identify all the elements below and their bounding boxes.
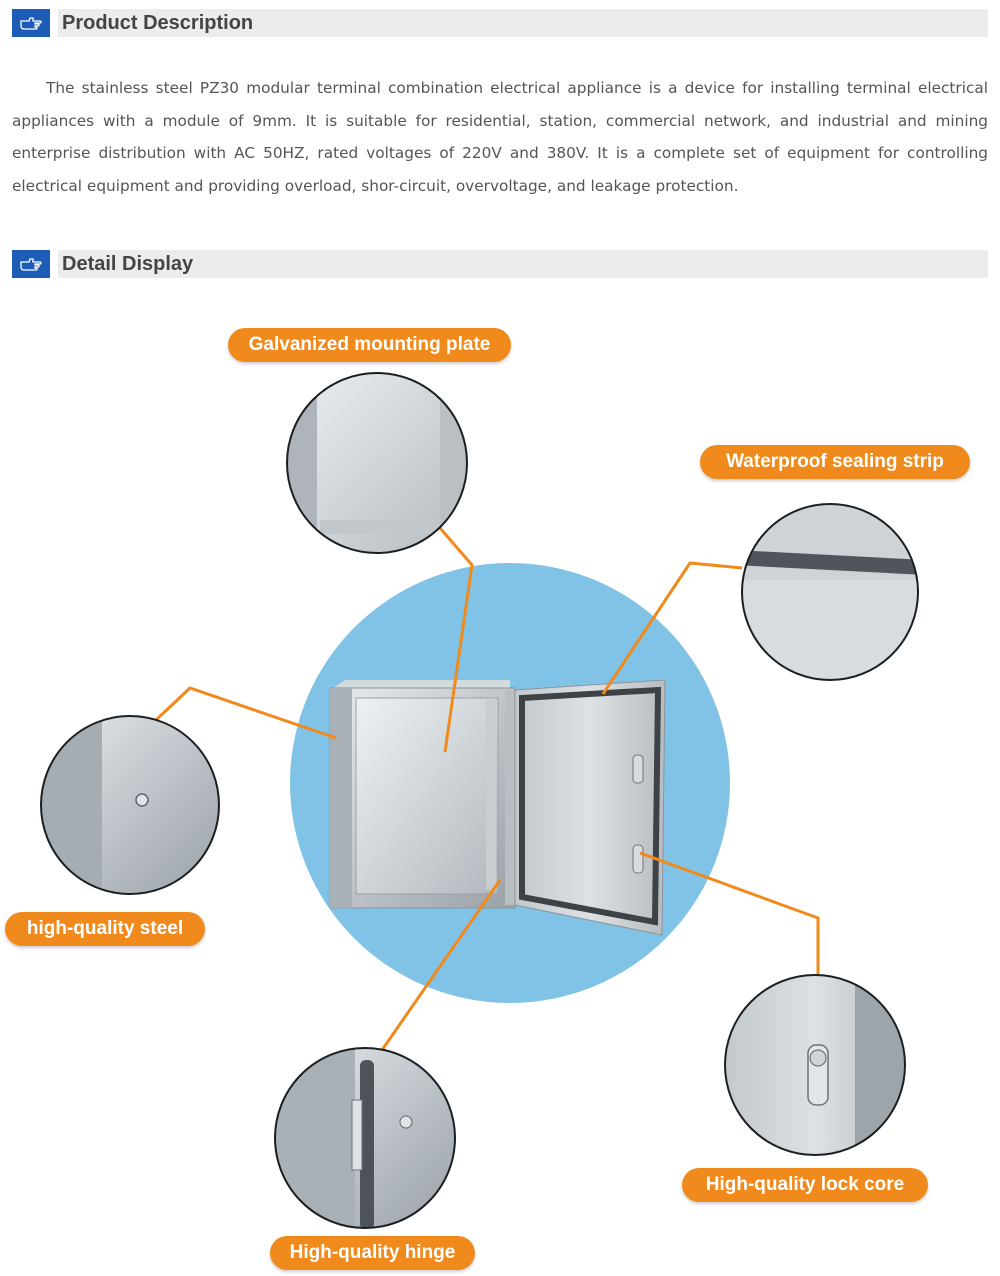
callout-hinge: High-quality hinge — [270, 1236, 475, 1270]
section-title: Product Description — [62, 12, 254, 34]
pointing-hand-icon — [12, 9, 50, 37]
detail-circle-lock-core — [724, 974, 906, 1156]
section-title: Detail Display — [62, 253, 194, 275]
detail-display-header: Detail Display — [12, 250, 988, 278]
product-description-header: Product Description — [12, 9, 988, 37]
detail-circle-sealing-strip — [741, 503, 919, 681]
callout-sealing-strip: Waterproof sealing strip — [700, 445, 970, 479]
section-header-bar — [58, 9, 988, 37]
callout-mounting-plate: Galvanized mounting plate — [228, 328, 511, 362]
detail-circle-mounting-plate — [286, 372, 468, 554]
detail-diagram: Galvanized mounting plate Waterproof sea… — [0, 300, 1000, 1276]
callout-lock-core: High-quality lock core — [682, 1168, 928, 1202]
callout-lines — [154, 527, 820, 1051]
section-header-bar — [58, 250, 988, 278]
detail-circle-hinge — [274, 1047, 456, 1229]
product-illustration — [40, 372, 919, 1229]
cabinet — [329, 679, 666, 936]
callout-steel: high-quality steel — [5, 912, 205, 946]
pointing-hand-icon — [12, 250, 50, 278]
product-description-text: The stainless steel PZ30 modular termina… — [12, 79, 988, 195]
detail-circle-steel — [40, 715, 220, 895]
